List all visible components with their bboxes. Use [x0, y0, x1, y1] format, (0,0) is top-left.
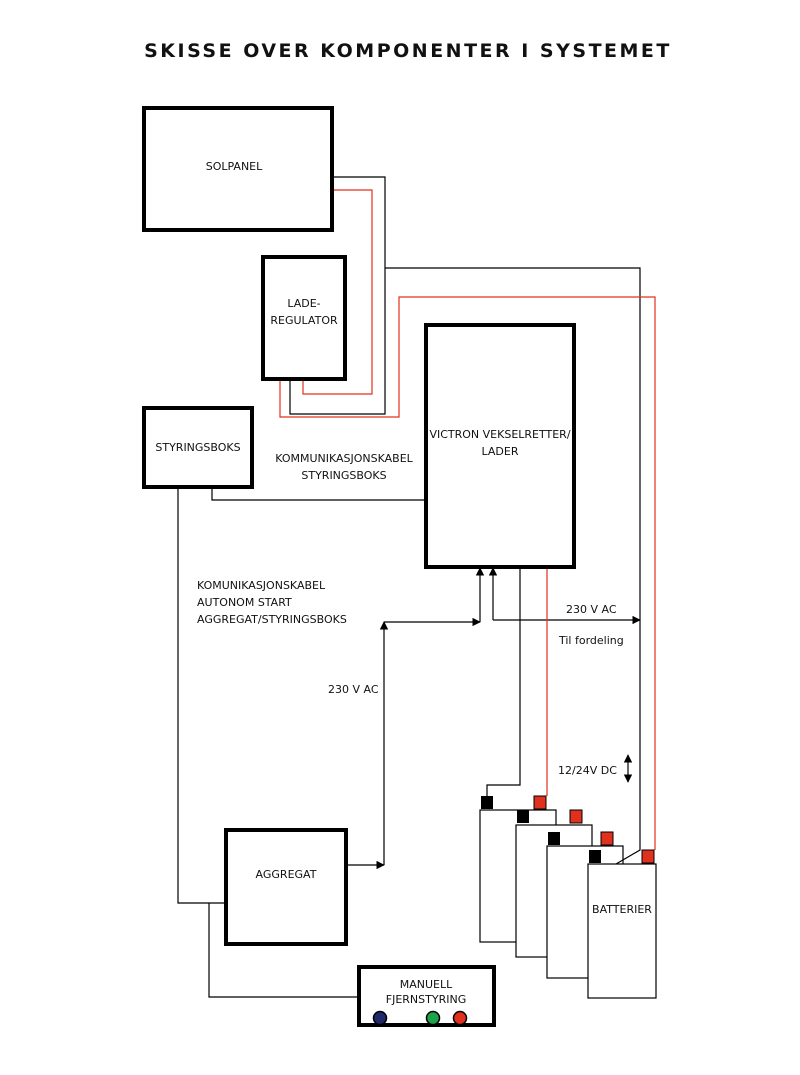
victron-box: [424, 323, 576, 569]
wire-comm-remote: [208, 903, 359, 998]
komm-autonom-label-2: AUTONOM START: [197, 596, 292, 609]
battery-4: [587, 849, 657, 999]
laderegulator-box: [261, 255, 347, 381]
wire-regulator-negative-battery: [385, 267, 641, 840]
komm-styringsboks-label-1: KOMMUNIKASJONSKABEL: [275, 452, 413, 465]
batterier-label: BATTERIER: [592, 903, 652, 916]
remote-button-blue-icon: [372, 1010, 388, 1026]
aggregat-label: AGGREGAT: [256, 868, 317, 881]
solpanel-box: [142, 106, 334, 232]
styringsboks-label: STYRINGSBOKS: [155, 441, 240, 454]
laderegulator-label-2: REGULATOR: [270, 314, 338, 327]
fjernstyring-label-2: FJERNSTYRING: [386, 993, 466, 1006]
diagram-title: SKISSE OVER KOMPONENTER I SYSTEMET: [144, 40, 672, 62]
wire-comm-autonom: [177, 488, 226, 904]
remote-button-red-icon: [452, 1010, 468, 1026]
remote-button-green-icon: [425, 1010, 441, 1026]
ac-230-left-label: 230 V AC: [328, 683, 379, 696]
komm-autonom-label-3: AGGREGAT/STYRINGSBOKS: [197, 613, 347, 626]
victron-label-2: LADER: [482, 445, 519, 458]
wire-solar-negative: [289, 176, 386, 415]
solpanel-label: SOLPANEL: [206, 160, 263, 173]
dc-12-24-label: 12/24V DC: [558, 764, 617, 777]
komm-autonom-label-1: KOMUNIKASJONSKABEL: [197, 579, 326, 592]
wire-regulator-positive-battery: [279, 296, 656, 850]
victron-label-1: VICTRON VEKSELRETTER/: [429, 428, 570, 441]
ac-230-right-label: 230 V AC: [566, 603, 617, 616]
wire-battery-negative-end: [615, 840, 641, 865]
til-fordeling-label: Til fordeling: [558, 634, 624, 647]
wire-comm-styringsboks: [211, 488, 426, 501]
wire-victron-dc-negative: [486, 568, 521, 796]
laderegulator-label-1: LADE-: [287, 297, 320, 310]
fjernstyring-label-1: MANUELL: [400, 978, 453, 991]
aggregat-box: [224, 828, 348, 946]
komm-styringsboks-label-2: STYRINGSBOKS: [301, 469, 386, 482]
wire-solar-positive: [302, 189, 373, 395]
styringsboks-box: [142, 406, 254, 489]
